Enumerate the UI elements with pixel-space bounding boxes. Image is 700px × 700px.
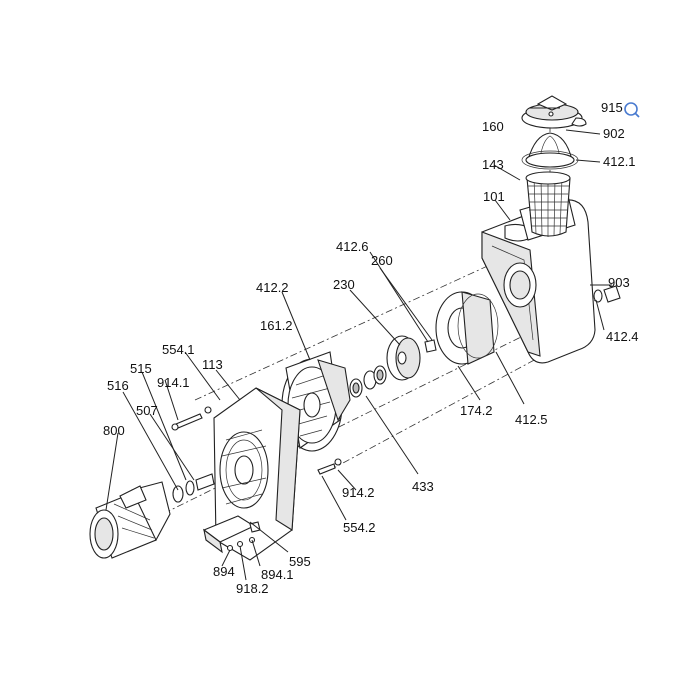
label-915: 915 [601, 100, 623, 115]
label-260: 260 [371, 253, 393, 268]
strainer-basket [525, 171, 571, 237]
label-433: 433 [412, 479, 434, 494]
strainer-cover [521, 132, 579, 170]
drain-plug [593, 285, 621, 303]
label-902: 902 [603, 126, 625, 141]
terminal-box [202, 515, 261, 554]
label-161-2: 161.2 [260, 318, 293, 333]
label-515: 515 [130, 361, 152, 376]
label-800: 800 [103, 423, 125, 438]
zoom-lens-icon[interactable] [624, 102, 640, 118]
label-554-2: 554.2 [343, 520, 376, 535]
electric-motor [89, 481, 171, 559]
label-143: 143 [482, 157, 504, 172]
label-903: 903 [608, 275, 630, 290]
label-412-2: 412.2 [256, 280, 289, 295]
label-554-1: 554.1 [162, 342, 195, 357]
impeller [386, 335, 421, 381]
label-595: 595 [289, 554, 311, 569]
label-914-2: 914.2 [342, 485, 375, 500]
label-507: 507 [136, 403, 158, 418]
diffuser-flange [435, 291, 499, 365]
label-174-2: 174.2 [460, 403, 493, 418]
fasteners [171, 406, 342, 475]
label-412-6: 412.6 [336, 239, 369, 254]
lid-assembly [521, 95, 587, 129]
label-412-4: 412.4 [606, 329, 639, 344]
shaft-parts [172, 473, 215, 503]
label-113: 113 [202, 357, 223, 372]
label-160: 160 [482, 119, 504, 134]
label-894-1: 894.1 [261, 567, 294, 582]
leader-lines [105, 107, 612, 581]
label-894: 894 [213, 564, 235, 579]
label-412-5: 412.5 [515, 412, 548, 427]
label-918-2: 918.2 [236, 581, 269, 596]
label-412-1: 412.1 [603, 154, 636, 169]
label-516: 516 [107, 378, 129, 393]
mechanical-seal [349, 339, 437, 398]
label-914-1: 914.1 [157, 375, 190, 390]
part-labels: 915 160 902 412.1 143 101 412.6 260 412.… [103, 100, 639, 596]
label-230: 230 [333, 277, 355, 292]
label-101: 101 [483, 189, 505, 204]
